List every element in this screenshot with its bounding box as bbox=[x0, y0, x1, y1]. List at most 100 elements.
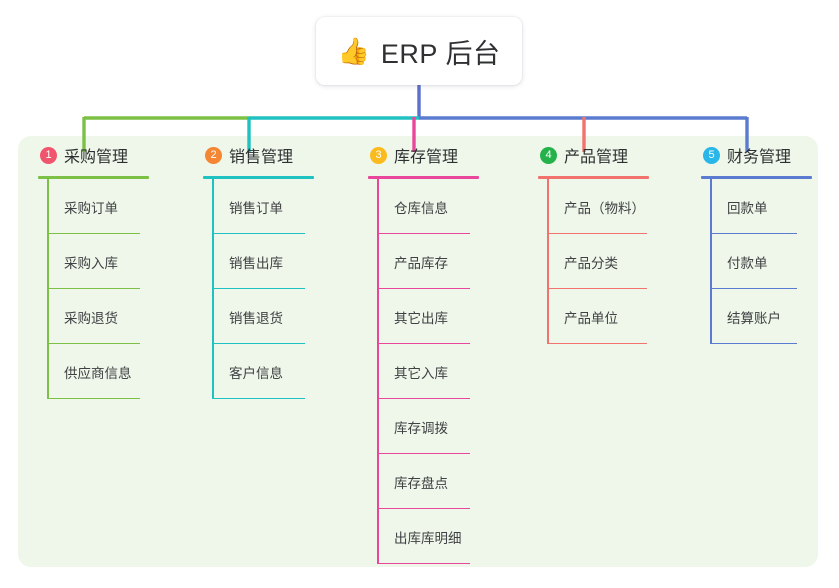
branch-item-underline bbox=[377, 507, 470, 509]
branch-underline-5 bbox=[701, 176, 812, 179]
branch-item-label: 产品分类 bbox=[564, 256, 618, 271]
branch-item[interactable]: 其它出库 bbox=[368, 289, 479, 344]
branch-item-underline bbox=[377, 452, 470, 454]
branch-item-underline bbox=[710, 342, 797, 344]
branch-item[interactable]: 库存盘点 bbox=[368, 454, 479, 509]
branch-item[interactable]: 产品单位 bbox=[538, 289, 649, 344]
branch-item[interactable]: 仓库信息 bbox=[368, 179, 479, 234]
branch-item-underline bbox=[47, 232, 140, 234]
branch-title-5: 财务管理 bbox=[727, 149, 792, 166]
branch-title-2: 销售管理 bbox=[229, 149, 294, 166]
branch-item-label: 销售订单 bbox=[229, 201, 283, 216]
branch-item-label: 客户信息 bbox=[229, 366, 283, 381]
branch-item[interactable]: 采购退货 bbox=[38, 289, 149, 344]
branch-item-underline bbox=[47, 397, 140, 399]
branch-item-label: 销售退货 bbox=[229, 311, 283, 326]
branch-spine-3 bbox=[377, 179, 379, 564]
branch-item-underline bbox=[547, 232, 647, 234]
branch-item-label: 产品（物料） bbox=[564, 201, 645, 216]
branch-item-label: 库存调拨 bbox=[394, 421, 448, 436]
branch-title-4: 产品管理 bbox=[564, 149, 629, 166]
branch-item[interactable]: 采购入库 bbox=[38, 234, 149, 289]
branch-item[interactable]: 产品分类 bbox=[538, 234, 649, 289]
branch-header-1[interactable]: 1 采购管理 bbox=[38, 141, 149, 169]
thumbs-up-icon: 👍 bbox=[337, 36, 370, 66]
branch-item-underline bbox=[710, 232, 797, 234]
branch-badge-icon-2: 2 bbox=[205, 146, 222, 164]
branch-item[interactable]: 回款单 bbox=[701, 179, 812, 234]
branch-item-underline bbox=[547, 287, 647, 289]
branch-column-5: 5 财务管理回款单付款单结算账户 bbox=[701, 141, 812, 344]
branch-item[interactable]: 销售订单 bbox=[203, 179, 314, 234]
branch-item[interactable]: 库存调拨 bbox=[368, 399, 479, 454]
branch-item-label: 供应商信息 bbox=[64, 366, 132, 381]
branch-item-underline bbox=[47, 287, 140, 289]
branch-item[interactable]: 产品（物料） bbox=[538, 179, 649, 234]
branch-item-underline bbox=[212, 342, 305, 344]
branch-items-3: 仓库信息产品库存其它出库其它入库库存调拨库存盘点出库库明细 bbox=[368, 179, 479, 564]
branch-item[interactable]: 客户信息 bbox=[203, 344, 314, 399]
branch-item-underline bbox=[377, 287, 470, 289]
branch-items-4: 产品（物料） 产品分类产品单位 bbox=[538, 179, 649, 344]
branch-badge-icon-1: 1 bbox=[40, 146, 57, 164]
branch-item-label: 仓库信息 bbox=[394, 201, 448, 216]
branch-header-4[interactable]: 4 产品管理 bbox=[538, 141, 649, 169]
branch-column-4: 4 产品管理产品（物料） 产品分类产品单位 bbox=[538, 141, 649, 344]
branch-item-label: 其它出库 bbox=[394, 311, 448, 326]
branch-item-label: 付款单 bbox=[727, 256, 768, 271]
branch-spine-1 bbox=[47, 179, 49, 399]
branch-item-label: 结算账户 bbox=[727, 311, 781, 326]
branch-item-underline bbox=[212, 397, 305, 399]
branch-item-label: 出库库明细 bbox=[394, 531, 462, 546]
root-node[interactable]: 👍 ERP 后台 bbox=[316, 17, 522, 85]
branch-item-underline bbox=[377, 342, 470, 344]
branch-underline-1 bbox=[38, 176, 149, 179]
branch-item-label: 库存盘点 bbox=[394, 476, 448, 491]
branch-column-2: 2 销售管理销售订单销售出库销售退货客户信息 bbox=[203, 141, 314, 399]
branch-badge-icon-4: 4 bbox=[540, 146, 557, 164]
branch-item-label: 采购退货 bbox=[64, 311, 118, 326]
branch-spine-4 bbox=[547, 179, 549, 344]
branch-item-underline bbox=[47, 342, 140, 344]
branch-items-5: 回款单付款单结算账户 bbox=[701, 179, 812, 344]
branch-item-label: 回款单 bbox=[727, 201, 768, 216]
branch-title-3: 库存管理 bbox=[394, 149, 459, 166]
branch-underline-2 bbox=[203, 176, 314, 179]
branch-item[interactable]: 产品库存 bbox=[368, 234, 479, 289]
branch-item[interactable]: 供应商信息 bbox=[38, 344, 149, 399]
branch-item-underline bbox=[212, 232, 305, 234]
branch-header-2[interactable]: 2 销售管理 bbox=[203, 141, 314, 169]
branch-spine-5 bbox=[710, 179, 712, 344]
branch-badge-icon-5: 5 bbox=[703, 146, 720, 164]
branch-item[interactable]: 采购订单 bbox=[38, 179, 149, 234]
branch-column-3: 3 库存管理仓库信息产品库存其它出库其它入库库存调拨库存盘点出库库明细 bbox=[368, 141, 479, 564]
branch-underline-4 bbox=[538, 176, 649, 179]
branch-item[interactable]: 付款单 bbox=[701, 234, 812, 289]
branch-item-label: 产品库存 bbox=[394, 256, 448, 271]
branch-item-underline bbox=[377, 562, 470, 564]
branch-items-1: 采购订单采购入库采购退货供应商信息 bbox=[38, 179, 149, 399]
branch-item-label: 采购入库 bbox=[64, 256, 118, 271]
branch-item-underline bbox=[212, 287, 305, 289]
branch-item[interactable]: 结算账户 bbox=[701, 289, 812, 344]
branch-underline-3 bbox=[368, 176, 479, 179]
branch-item-label: 产品单位 bbox=[564, 311, 618, 326]
branches-panel bbox=[18, 136, 818, 567]
branch-item-underline bbox=[377, 232, 470, 234]
branch-title-1: 采购管理 bbox=[64, 149, 129, 166]
branch-item[interactable]: 销售出库 bbox=[203, 234, 314, 289]
branch-item-label: 采购订单 bbox=[64, 201, 118, 216]
branch-header-5[interactable]: 5 财务管理 bbox=[701, 141, 812, 169]
branch-item[interactable]: 销售退货 bbox=[203, 289, 314, 344]
branch-item-label: 销售出库 bbox=[229, 256, 283, 271]
branch-item-label: 其它入库 bbox=[394, 366, 448, 381]
branch-item[interactable]: 其它入库 bbox=[368, 344, 479, 399]
branch-item-underline bbox=[377, 397, 470, 399]
branch-item[interactable]: 出库库明细 bbox=[368, 509, 479, 564]
branch-spine-2 bbox=[212, 179, 214, 399]
branch-item-underline bbox=[547, 342, 647, 344]
branch-header-3[interactable]: 3 库存管理 bbox=[368, 141, 479, 169]
root-node-label: ERP 后台 bbox=[380, 38, 501, 69]
branch-badge-icon-3: 3 bbox=[370, 146, 387, 164]
